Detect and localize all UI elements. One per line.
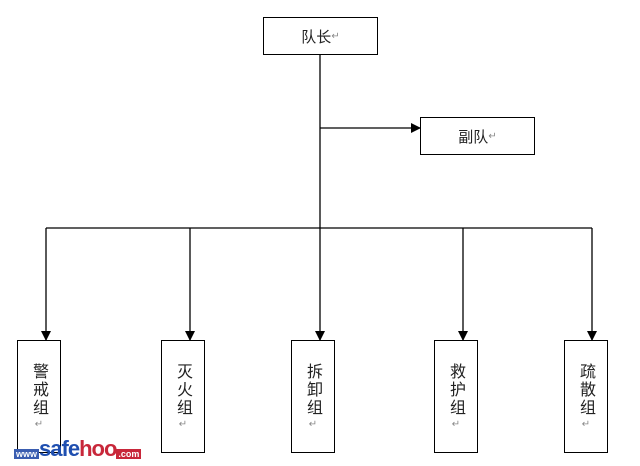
paragraph-mark: ↵ (34, 419, 44, 430)
group-box-firefighting: 灭火组 ↵ (161, 340, 205, 453)
group-label: 拆卸组 (304, 363, 323, 417)
group-box-guard: 警戒组 ↵ (17, 340, 61, 453)
deputy-box: 副队↵ (420, 117, 535, 155)
group-box-dismantling: 拆卸组 ↵ (291, 340, 335, 453)
deputy-label: 副队 (458, 127, 489, 146)
watermark-main-2: hoo (79, 436, 117, 461)
group-box-rescue: 救护组 ↵ (434, 340, 478, 453)
group-label: 警戒组 (30, 363, 49, 417)
paragraph-mark: ↵ (488, 130, 497, 142)
watermark-suffix: .com (116, 449, 142, 459)
watermark-prefix: www (14, 449, 40, 459)
paragraph-mark: ↵ (308, 419, 318, 430)
paragraph-mark: ↵ (451, 419, 461, 430)
paragraph-mark: ↵ (331, 30, 340, 42)
group-label: 灭火组 (174, 363, 193, 417)
paragraph-mark: ↵ (178, 419, 188, 430)
leader-box: 队长↵ (263, 17, 378, 55)
paragraph-mark: ↵ (581, 419, 591, 430)
leader-label: 队长 (301, 27, 332, 46)
group-label: 救护组 (447, 363, 466, 417)
group-label: 疏散组 (577, 363, 596, 417)
group-box-evacuation: 疏散组 ↵ (564, 340, 608, 453)
watermark-main: safe (39, 436, 80, 461)
